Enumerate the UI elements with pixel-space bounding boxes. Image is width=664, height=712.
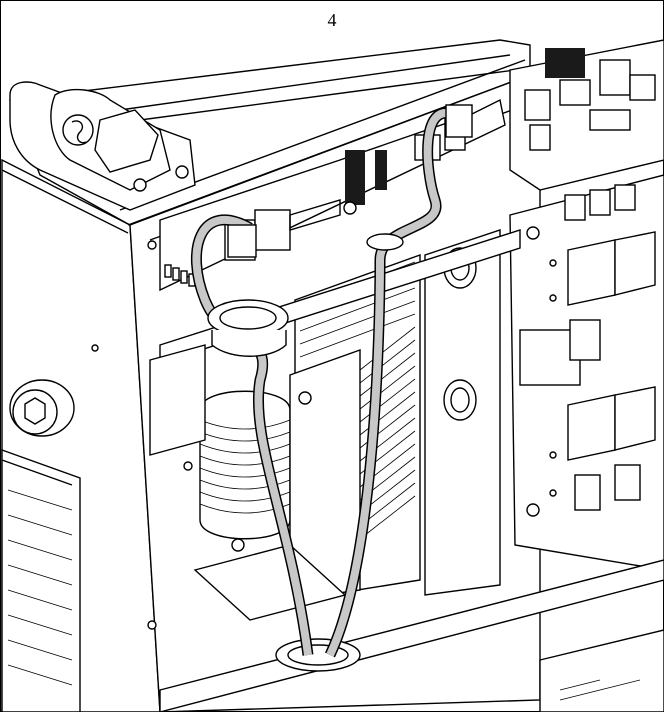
vent-louver — [1, 449, 81, 712]
bottom-vent-grille — [539, 629, 664, 712]
ferrite-ring — [207, 299, 289, 357]
handle-screw — [175, 165, 189, 179]
connector-block — [254, 209, 291, 251]
inductor-coil — [193, 349, 361, 621]
side-knob — [9, 379, 75, 437]
capacitor — [345, 150, 365, 205]
capacitor — [375, 150, 387, 190]
handle-bracket — [9, 81, 196, 211]
relay — [567, 231, 656, 306]
upper-right-pcb — [509, 39, 664, 191]
left-wall-details — [91, 240, 206, 630]
ic-chip — [545, 48, 585, 78]
handle-screw — [133, 178, 147, 192]
cable-bushing — [366, 233, 404, 251]
step-number: 4 — [327, 10, 337, 30]
cable-connector-left — [227, 224, 257, 258]
handle-bolt — [62, 114, 94, 146]
cable-connector-right — [445, 104, 473, 138]
base-rail — [159, 559, 664, 712]
core-plate — [289, 349, 361, 601]
relay — [567, 386, 656, 461]
bottom-grommet — [275, 638, 361, 672]
power-board-right — [509, 174, 664, 571]
mounting-plate — [424, 229, 501, 596]
